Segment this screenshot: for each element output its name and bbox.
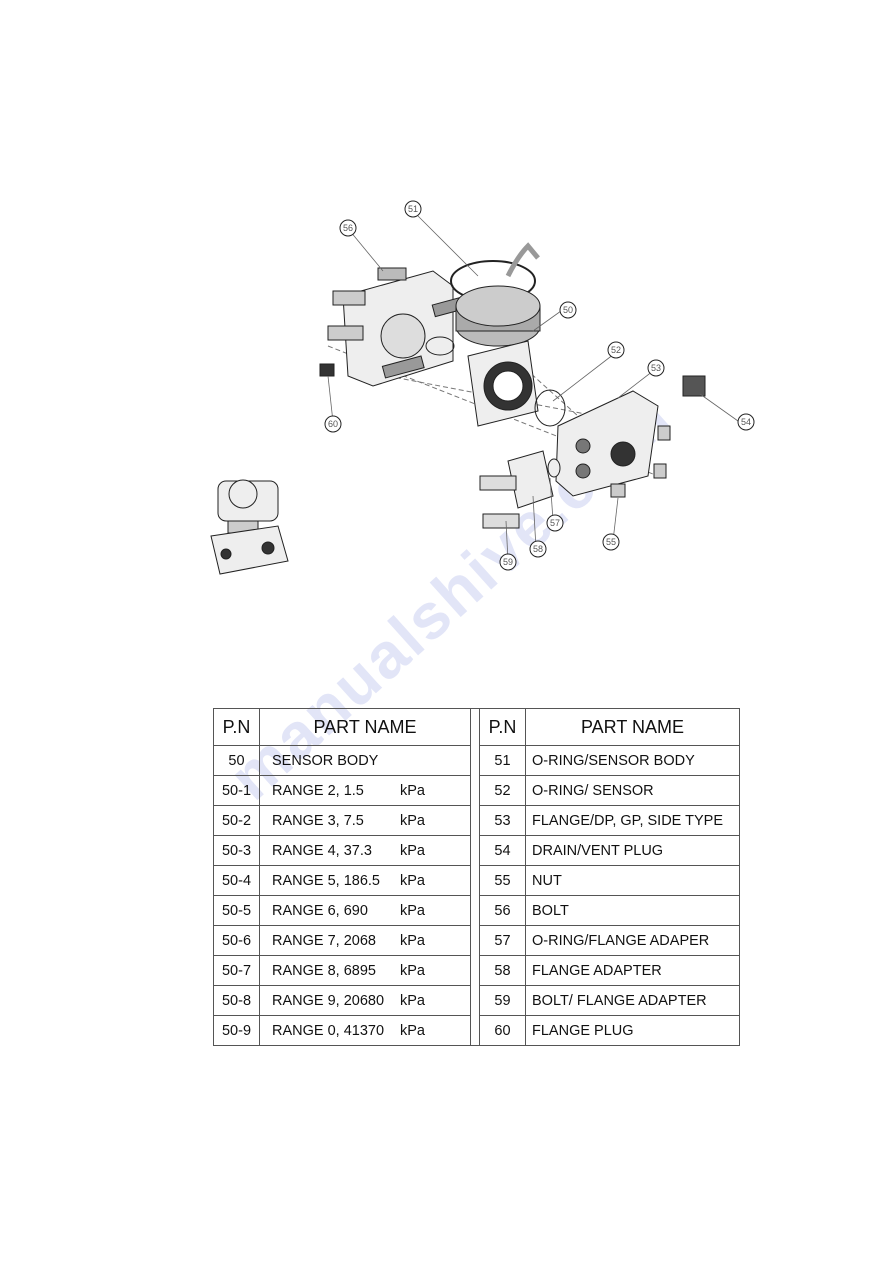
svg-text:50: 50 (563, 305, 573, 315)
flange-plug-shape (319, 363, 335, 377)
svg-text:55: 55 (606, 537, 616, 547)
callout-51: 51 (404, 200, 422, 218)
callout-55: 55 (602, 533, 620, 551)
exploded-view-diagram: 51 56 50 52 53 54 60 57 58 59 55 (178, 176, 768, 576)
callout-59: 59 (499, 553, 517, 571)
callout-labels: 51 56 50 52 53 54 60 57 58 59 55 (324, 200, 755, 571)
header-pn: P.N (479, 708, 526, 746)
callout-53: 53 (647, 359, 665, 377)
callout-57: 57 (546, 514, 564, 532)
svg-text:58: 58 (533, 544, 543, 554)
callout-60: 60 (324, 415, 342, 433)
flange-adapter-shape (479, 450, 561, 529)
svg-text:51: 51 (408, 204, 418, 214)
table-divider (471, 708, 479, 1046)
callout-58: 58 (529, 540, 547, 558)
svg-text:59: 59 (503, 557, 513, 567)
svg-text:56: 56 (343, 223, 353, 233)
svg-text:54: 54 (741, 417, 751, 427)
svg-text:53: 53 (651, 363, 661, 373)
header-part-name: PART NAME (259, 708, 471, 746)
sensor-body-shape (425, 242, 566, 427)
svg-text:52: 52 (611, 345, 621, 355)
right-flange-shape (555, 375, 706, 498)
svg-text:57: 57 (550, 518, 560, 528)
left-flange-shape (327, 267, 465, 387)
callout-54: 54 (737, 413, 755, 431)
header-pn: P.N (213, 708, 260, 746)
callout-50: 50 (559, 301, 577, 319)
callout-52: 52 (607, 341, 625, 359)
header-part-name: PART NAME (525, 708, 740, 746)
transmitter-thumbnail-shape (210, 479, 289, 575)
callout-56: 56 (339, 219, 357, 237)
svg-text:60: 60 (328, 419, 338, 429)
